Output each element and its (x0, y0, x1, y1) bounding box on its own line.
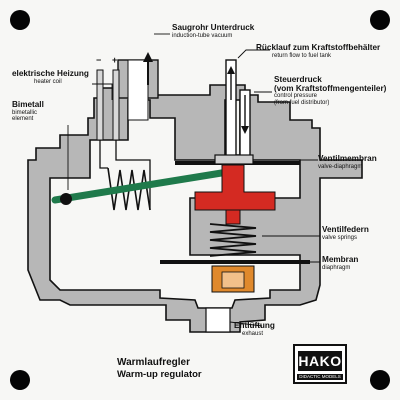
valve-disk (194, 164, 276, 211)
label-membrane: Membran diaphragm (322, 255, 359, 271)
logo-mark: HAKO (298, 351, 342, 371)
bimetal-strip (51, 166, 244, 204)
label-terminal-minus: − (96, 55, 102, 65)
label-control-de1: Steuerdruck (274, 75, 322, 84)
label-intake-en: induction-tube vacuum (172, 32, 233, 39)
label-valve-springs-de: Ventilfedern (322, 225, 369, 234)
valve-plunger-top (214, 154, 254, 165)
label-intake-de: Saugrohr Unterdruck (172, 23, 255, 32)
label-valve-springs: Ventilfedern valve springs (322, 225, 369, 241)
mounting-hole-bottom-right (370, 370, 390, 390)
label-heater: elektrische Heizung heater coil (12, 69, 89, 85)
return-arrow-head (227, 66, 235, 74)
intake-arrow-head (143, 52, 153, 62)
label-membrane-en: diaphragm (322, 264, 351, 271)
label-bimetal-en2: element (12, 115, 34, 122)
label-control-en1: control pressure (274, 93, 318, 100)
leader-lines (67, 33, 320, 327)
diagram-title: Warmlaufregler Warm-up regulator (117, 357, 202, 380)
label-exhaust-de: Entlüftung (234, 321, 275, 330)
label-bimetal-en1: bimetallic (12, 109, 38, 116)
valve-springs (209, 223, 257, 257)
hako-logo: HAKO DIDACTIC MODELS (293, 344, 347, 384)
label-heater-de: elektrische Heizung (12, 69, 89, 78)
label-valve-diaphragm: Ventilmembran valve-diaphragm (318, 154, 377, 170)
label-terminal-plus: + (112, 55, 118, 65)
heater-terminal-plus (112, 69, 120, 141)
label-control-en2: (from fuel distributor) (274, 99, 330, 106)
bimetal-pivot (60, 193, 72, 205)
label-return-flow: Rücklauf zum Kraftstoffbehälter return f… (256, 43, 381, 59)
label-bimetal-de: Bimetall (12, 100, 44, 109)
label-return-en: return flow to fuel tank (272, 52, 332, 59)
label-valve-diaphragm-de: Ventilmembran (318, 154, 377, 163)
label-exhaust-en: exhaust (242, 330, 264, 337)
control-arrow-head (241, 126, 249, 134)
valve-stem (225, 209, 241, 225)
title-de: Warmlaufregler (117, 357, 190, 368)
title-en: Warm-up regulator (117, 369, 202, 380)
label-control-pressure: Steuerdruck (vom Kraftstoffmengenteiler)… (274, 75, 387, 106)
mounting-hole-bottom-left (10, 370, 30, 390)
mounting-hole-top-right (370, 10, 390, 30)
exhaust-port (205, 307, 231, 333)
label-bimetal: Bimetall bimetallic element (12, 100, 44, 122)
label-intake-vacuum: Saugrohr Unterdruck induction-tube vacuu… (172, 23, 255, 39)
heater-terminal-minus (96, 69, 104, 141)
mounting-hole-top-left (10, 10, 30, 30)
label-valve-diaphragm-en: valve-diaphragm (318, 163, 363, 170)
label-membrane-de: Membran (322, 255, 359, 264)
label-return-de: Rücklauf zum Kraftstoffbehälter (256, 43, 381, 52)
logo-tagline: DIDACTIC MODELS (297, 374, 343, 380)
valve-seat-core (221, 271, 245, 289)
label-heater-en: heater coil (34, 78, 62, 85)
intake-tube-bore (127, 59, 149, 121)
label-exhaust: Entlüftung exhaust (234, 321, 275, 337)
label-valve-springs-en: valve springs (322, 234, 358, 241)
label-control-de2: (vom Kraftstoffmengenteiler) (274, 83, 387, 93)
